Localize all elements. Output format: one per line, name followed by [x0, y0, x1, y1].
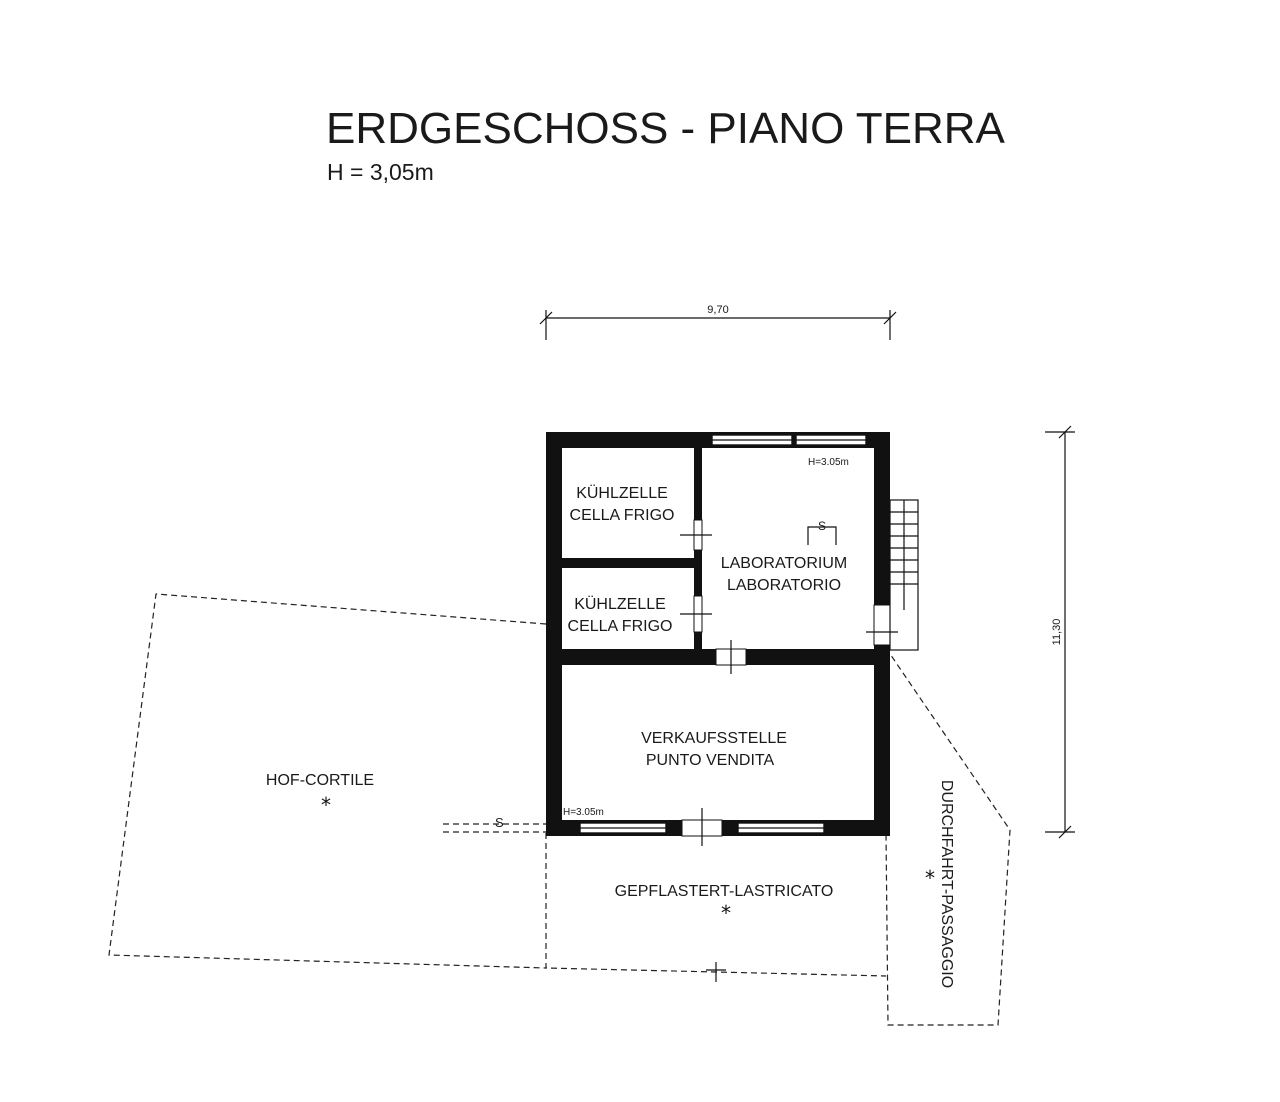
- page-title: ERDGESCHOSS - PIANO TERRA: [326, 104, 1006, 153]
- svg-text:KÜHLZELLE: KÜHLZELLE: [574, 595, 666, 613]
- siphon-mark-drain: S: [495, 815, 504, 830]
- svg-text:LABORATORIO: LABORATORIO: [727, 577, 841, 594]
- external-stair: [889, 499, 919, 651]
- doors: [680, 519, 898, 846]
- sales-height-mark: H=3.05m: [563, 807, 604, 818]
- floor-height: H = 3,05m: [327, 159, 434, 185]
- depth-dimension-label: 11,30: [1051, 619, 1063, 646]
- svg-text:CELLA FRIGO: CELLA FRIGO: [570, 507, 675, 524]
- siphon-mark-lab: S: [818, 519, 826, 533]
- cold-room-2-label: KÜHLZELLE CELLA FRIGO: [568, 595, 673, 635]
- lab-height-mark: H=3.05m: [808, 457, 849, 468]
- width-dimension: [539, 310, 897, 340]
- sales-point-label: VERKAUFSSTELLE PUNTO VENDITA: [641, 730, 787, 769]
- width-dimension-label: 9,70: [707, 304, 728, 316]
- paved-asterisk: *: [721, 901, 731, 925]
- sink-icon: [807, 526, 837, 545]
- passage-label: DURCHFAHRT-PASSAGGIO: [938, 780, 955, 988]
- laboratory-label: LABORATORIUM LABORATORIO: [721, 555, 848, 594]
- windows: [579, 434, 867, 834]
- svg-text:KÜHLZELLE: KÜHLZELLE: [576, 484, 668, 502]
- courtyard-boundary: [108, 593, 547, 969]
- courtyard-asterisk: *: [321, 793, 331, 817]
- courtyard-label: HOF-CORTILE: [266, 772, 374, 789]
- cold-room-1-label: KÜHLZELLE CELLA FRIGO: [570, 484, 675, 524]
- svg-text:LABORATORIUM: LABORATORIUM: [721, 555, 848, 572]
- passage-boundary: [885, 647, 1011, 1026]
- svg-text:PUNTO VENDITA: PUNTO VENDITA: [646, 752, 775, 769]
- passage-asterisk: *: [925, 866, 935, 890]
- paved-label: GEPFLASTERT-LASTRICATO: [615, 883, 834, 900]
- drain-pipe: [443, 823, 546, 833]
- depth-dimension: [1045, 425, 1075, 839]
- paved-area-boundary: [545, 833, 887, 982]
- svg-text:VERKAUFSSTELLE: VERKAUFSSTELLE: [641, 730, 787, 747]
- svg-text:CELLA FRIGO: CELLA FRIGO: [568, 618, 673, 635]
